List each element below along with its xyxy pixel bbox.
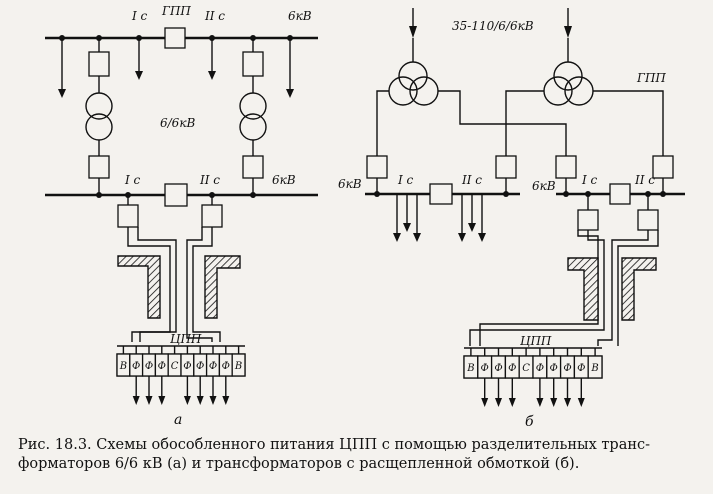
gpp-sectional-breaker [164,27,186,49]
label-a-low-6kv: 6кВ [272,173,296,187]
cpp-cell-label: Ф [550,363,558,374]
outgoing-feeder-arrow [495,398,502,407]
label-a-6-6kv: 6/6кВ [160,116,195,130]
outgoing-feeder-arrow [564,398,571,407]
label-a-gpp-sec2: II c [204,9,225,23]
right-transformer-branch [239,38,267,195]
outgoing-feeder-arrow [550,398,558,407]
cpp-cell-label: С [171,361,179,372]
label-b-gpp: ГПП [636,71,666,85]
cpp-cell-label: Ф [577,363,585,374]
cpp-cell-label: Ф [494,363,502,374]
cpp-cell-label: В [466,363,474,374]
cpp-cell-label: Ф [145,361,153,372]
split-transformer-left [376,61,567,160]
subfig-label-a: а [174,412,182,428]
cpp-cell-label: Ф [563,363,571,374]
label-a-cpp: ЦПП [170,332,202,346]
outgoing-feeder-arrow [132,396,140,405]
rock-wall-left-b [567,257,599,321]
label-a-low-sec2: II c [199,173,220,187]
label-b1-sec1: I c [397,173,414,187]
label-a-gpp: ГПП [161,4,191,18]
bus-b1-dots [374,191,509,197]
cpp-cell-label: Ф [209,361,217,372]
cpp-cell-label: Ф [536,363,544,374]
cpp-cable-feeders-b [469,194,659,346]
label-b2-6kv: 6кВ [532,179,556,193]
labels-b: 35-110/6/6кВ ГПП 6кВ I c II c 6кВ I c II… [338,19,666,430]
label-b-tr35: 35-110/6/6кВ [452,19,534,33]
label-b1-sec2: II c [461,173,482,187]
cpp-cell-label: Ф [132,361,140,372]
cpp-cell-label: В [234,361,242,372]
cpp-cell-label: В [119,361,127,372]
label-b2-sec1: I c [581,173,598,187]
caption-line-2: форматоров 6/6 кВ (а) и трансформаторов … [18,456,580,472]
cpp-cable-feeders-a [117,195,223,342]
subfig-label-b: б [525,414,534,430]
incoming-lines-b [409,8,572,62]
rock-wall-left-a [117,255,161,319]
breaker-b-1 [366,155,388,179]
label-a-gpp-6kv: 6кВ [288,9,312,23]
cpp-cell-label: Ф [222,361,230,372]
outgoing-feeder-arrow [196,396,204,405]
cpp-cell-label: В [590,363,598,374]
label-b1-6kv: 6кВ [338,177,362,191]
bus-b1-feeders [393,194,486,242]
outgoing-feeder-arrow [508,398,516,407]
label-b-cpp: ЦПП [520,334,552,348]
cpp-cell-label: Ф [196,361,204,372]
outgoing-feeder-arrow [577,398,585,407]
breaker-b-4 [652,155,674,179]
breaker-b-3 [555,155,577,179]
label-a-low-sec1: I c [124,173,141,187]
caption-line-1: Рис. 18.3. Схемы обособленного питания Ц… [18,437,651,453]
cpp-cell-label: Ф [158,361,166,372]
figure-caption: Рис. 18.3. Схемы обособленного питания Ц… [18,436,708,474]
lower-sectional-breaker [164,183,188,207]
outgoing-feeder-arrow [481,398,489,407]
cpp-cell-label: Ф [508,363,516,374]
left-transformer-branch [85,38,113,195]
label-b2-sec2: II c [634,173,655,187]
gpp-feeders [58,38,294,98]
outgoing-feeder-arrow [158,396,166,405]
cpp-cell-label: Ф [183,361,191,372]
outgoing-feeder-arrow [536,398,544,407]
rock-wall-right-a [204,255,241,319]
labels-a: I c ГПП II c 6кВ 6/6кВ I c II c 6кВ ЦПП … [124,4,312,428]
bus-b1-sectional-breaker [429,183,453,205]
outgoing-feeder-arrow [209,396,217,405]
label-a-gpp-sec1: I c [131,9,148,23]
rock-wall-right-b [621,257,657,321]
cpp-cell-label: Ф [481,363,489,374]
outgoing-feeder-arrow [222,396,230,405]
outgoing-feeder-arrow [183,396,191,405]
bus-b2-sectional-breaker [609,183,631,205]
breaker-b-2 [495,155,517,179]
outgoing-feeder-arrow [145,396,153,405]
cpp-cell-label: С [522,363,530,374]
split-transformer-right [505,61,664,160]
